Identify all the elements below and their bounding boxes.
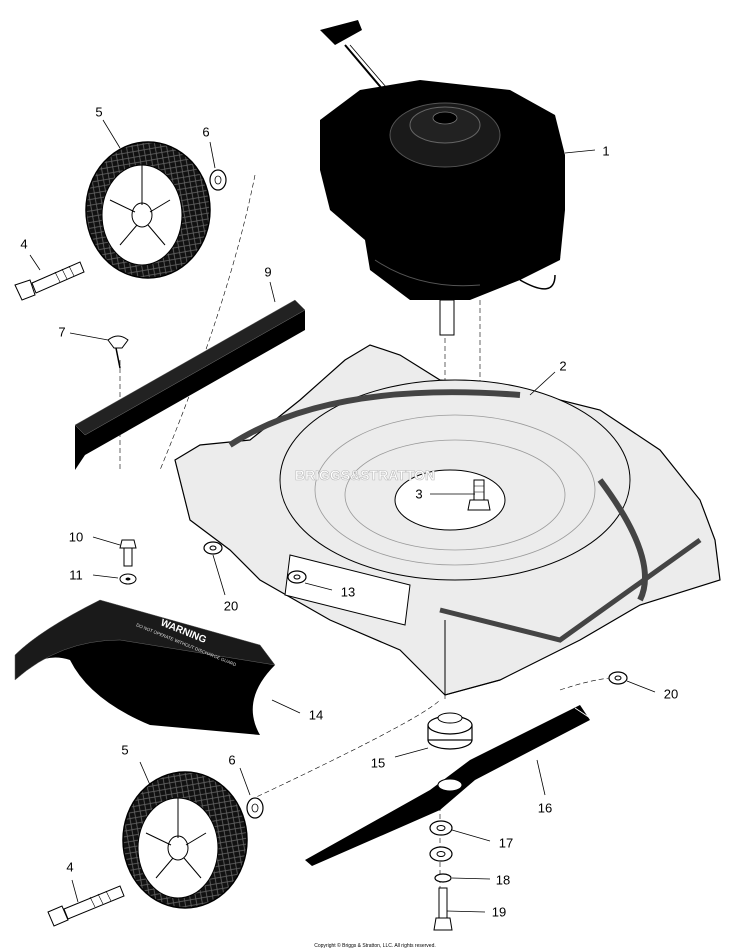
wheel-bolt-part-4-top [14, 261, 85, 301]
washer-part-17 [429, 820, 453, 836]
callout-leader-lines [29, 119, 656, 913]
lock-washer-part-18 [434, 873, 452, 883]
nut-part-13 [287, 570, 307, 584]
callout-3: 3 [415, 486, 423, 502]
callout-9: 9 [264, 264, 272, 280]
mower-deck-part-2: BRIGGS&STRATTON [174, 344, 721, 696]
washer-part-6-bottom [246, 797, 264, 819]
callout-20-left: 20 [223, 598, 239, 614]
callout-16: 16 [537, 800, 553, 816]
callout-5-top: 5 [95, 104, 103, 120]
washer-part-17b [429, 846, 453, 862]
callout-17: 17 [498, 835, 514, 851]
callout-15: 15 [370, 755, 386, 771]
blade-adapter-part-15 [427, 712, 473, 750]
blade-bolt-part-19 [433, 887, 453, 931]
nut-part-20-left [203, 541, 223, 555]
washer-part-6-top [209, 169, 227, 191]
engine-part-1 [320, 20, 565, 336]
wheel-bolt-part-4-bottom [47, 885, 125, 927]
rear-flap-part-9 [74, 299, 306, 470]
callout-4-top: 4 [20, 236, 28, 252]
bolt-part-10 [119, 539, 137, 567]
callout-1: 1 [602, 143, 610, 159]
callout-6-top: 6 [202, 124, 210, 140]
callout-19: 19 [491, 904, 507, 920]
blade-part-16 [305, 705, 591, 866]
callout-18: 18 [495, 872, 511, 888]
callout-4-bottom: 4 [66, 859, 74, 875]
callout-5-bottom: 5 [121, 742, 129, 758]
wheel-part-5-top [85, 141, 211, 279]
bolt-part-3 [467, 479, 491, 511]
callout-7: 7 [58, 324, 66, 340]
callout-6-bottom: 6 [228, 752, 236, 768]
copyright-notice: Copyright © Briggs & Stratton, LLC. All … [314, 943, 436, 949]
callout-10: 10 [68, 529, 84, 545]
screw-part-7 [107, 335, 129, 369]
callout-20-right: 20 [663, 686, 679, 702]
callout-11: 11 [69, 567, 83, 583]
discharge-chute-part-14: WARNING DO NOT OPERATE WITHOUT DISCHARGE… [14, 596, 276, 735]
callout-2: 2 [559, 358, 567, 374]
callout-14: 14 [308, 707, 324, 723]
nut-part-20-right [608, 671, 628, 685]
callout-13: 13 [340, 584, 356, 600]
wheel-part-5-bottom [122, 771, 248, 909]
deck-logo-text: BRIGGS&STRATTON [295, 467, 435, 483]
